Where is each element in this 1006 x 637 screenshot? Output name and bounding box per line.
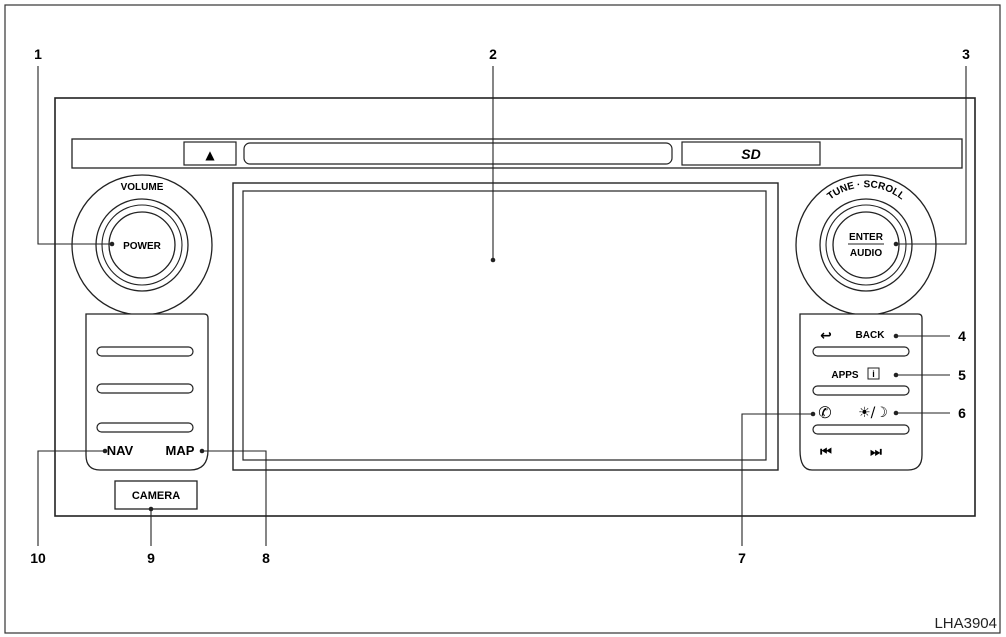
left-button-1[interactable] — [96, 346, 194, 357]
callout-6: 6 — [958, 405, 966, 421]
left-button-3[interactable] — [96, 422, 194, 433]
outer-frame — [4, 4, 1001, 634]
callout-3: 3 — [962, 46, 970, 62]
disc-slot — [243, 142, 673, 165]
callout-4: 4 — [958, 328, 966, 344]
eject-button[interactable] — [183, 141, 237, 166]
callout-10: 10 — [30, 550, 46, 566]
power-label: POWER — [123, 241, 162, 252]
touch-screen[interactable] — [242, 190, 767, 461]
info-box-icon — [867, 367, 880, 380]
right-button-3[interactable] — [812, 424, 910, 435]
volume-label: VOLUME — [121, 182, 164, 193]
volume-power-knob[interactable] — [71, 174, 213, 316]
left-button-2[interactable] — [96, 383, 194, 394]
camera-label: CAMERA — [132, 490, 180, 502]
right-button-2[interactable] — [812, 385, 910, 396]
info-icon: i — [872, 369, 875, 379]
seek-back-icon[interactable]: ⏮ — [820, 445, 832, 460]
camera-button[interactable] — [114, 480, 198, 510]
callout-2: 2 — [489, 46, 497, 62]
right-button-1[interactable] — [812, 346, 910, 357]
nav-button[interactable]: NAV — [107, 443, 134, 458]
seek-forward-icon[interactable]: ⏭ — [870, 445, 882, 460]
figure-code: LHA3904 — [934, 615, 997, 632]
callout-5: 5 — [958, 367, 966, 383]
leader-dots — [102, 241, 899, 512]
leader-lines — [37, 66, 967, 546]
callout-1: 1 — [34, 46, 42, 62]
brightness-icon[interactable]: ☀/☽ — [858, 405, 888, 421]
apps-button[interactable]: APPS — [831, 370, 859, 381]
tune-scroll-knob[interactable] — [795, 174, 937, 316]
audio-label: AUDIO — [850, 248, 882, 259]
back-button[interactable]: BACK — [856, 330, 886, 341]
back-arrow-icon: ↩ — [820, 328, 832, 344]
callout-9: 9 — [147, 550, 155, 566]
eject-icon: ▲ — [205, 148, 215, 162]
sd-logo-icon: SD — [741, 146, 760, 162]
sd-card-slot — [681, 141, 821, 166]
callout-7: 7 — [738, 550, 746, 566]
phone-icon[interactable]: ✆ — [818, 403, 831, 422]
enter-label: ENTER — [849, 232, 884, 243]
callout-8: 8 — [262, 550, 270, 566]
map-button[interactable]: MAP — [166, 443, 195, 458]
